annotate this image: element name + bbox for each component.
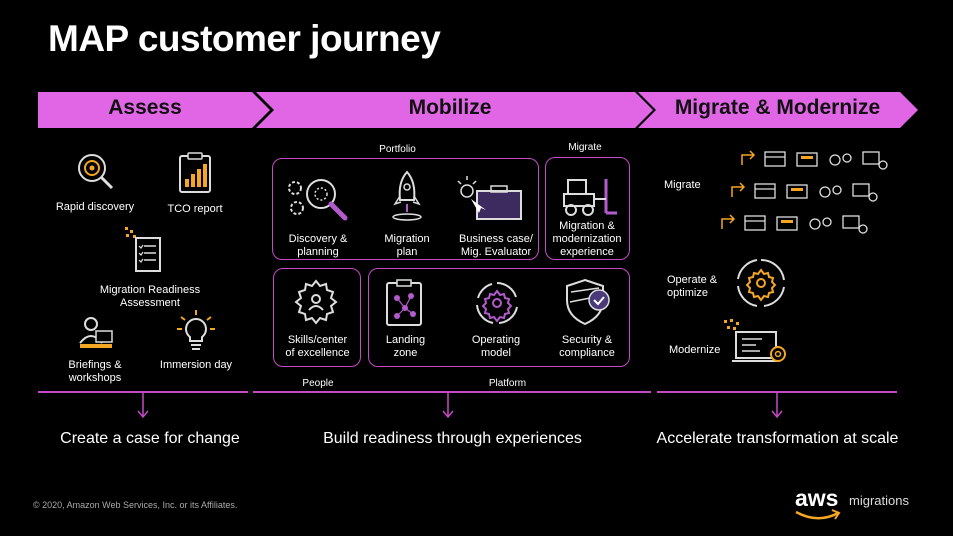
mobilize-divider	[253, 391, 651, 393]
page-title: MAP customer journey	[48, 18, 441, 59]
business-case-label: Business case/Mig. Evaluator	[459, 233, 533, 258]
platform-group	[368, 268, 630, 367]
rapid-discovery-icon	[78, 154, 114, 190]
briefings-label: Briefings &workshops	[68, 359, 122, 384]
immersion-day-label: Immersion day	[159, 359, 233, 371]
rapid-discovery-label: Rapid discovery	[55, 201, 135, 213]
landing-zone-icon	[386, 279, 422, 326]
migration-waves-icon	[721, 150, 888, 234]
modernize-icon	[724, 319, 786, 362]
phase-migrate-chevron	[638, 92, 918, 128]
people-label: People	[302, 378, 334, 389]
migrate-down-arrow-icon	[771, 393, 783, 419]
aws-logo-text: aws	[795, 485, 839, 511]
tco-report-icon	[179, 152, 211, 193]
phase-assess-label: Assess	[108, 96, 182, 119]
modernize-label: Modernize	[669, 344, 721, 356]
lightbulb-icon	[177, 310, 215, 350]
portfolio-label: Portfolio	[379, 144, 416, 155]
tco-report-label: TCO report	[167, 203, 223, 215]
center-of-excellence-gear-icon	[294, 279, 338, 325]
assess-down-arrow-icon	[137, 393, 149, 419]
aws-logo-subtitle: migrations	[849, 493, 909, 508]
discovery-planning-label: Discovery &planning	[288, 233, 348, 258]
phase-migrate-label: Migrate & Modernize	[674, 96, 881, 119]
phase-mobilize-chevron	[256, 92, 653, 128]
mm-migrate-label: Migrate	[664, 179, 701, 191]
forklift-icon	[563, 179, 617, 216]
aws-smile-icon	[795, 509, 841, 520]
platform-label: Platform	[488, 378, 527, 389]
assess-outcome: Create a case for change	[60, 430, 240, 447]
business-case-icon	[457, 176, 522, 220]
security-shield-icon	[566, 278, 610, 326]
briefings-icon	[79, 317, 113, 348]
assess-divider	[38, 391, 248, 393]
rocket-icon	[392, 170, 422, 221]
mobilize-down-arrow-icon	[442, 393, 454, 419]
migrate-divider	[657, 391, 897, 393]
copyright-text: © 2020, Amazon Web Services, Inc. or its…	[33, 500, 238, 510]
migrate-outcome: Accelerate transformation at scale	[656, 430, 899, 447]
portfolio-group	[272, 158, 539, 260]
migrate-experience-group	[545, 157, 630, 260]
operating-model-icon	[476, 282, 518, 324]
migrate-group-label: Migrate	[568, 142, 602, 153]
mobilize-outcome: Build readiness through experiences	[323, 430, 582, 447]
discovery-planning-icon	[288, 179, 348, 221]
operate-optimize-icon	[737, 258, 785, 307]
security-compliance-label: Security &compliance	[559, 334, 615, 359]
operate-optimize-label: Operate &optimize	[667, 274, 718, 299]
phase-assess-chevron	[38, 92, 270, 128]
phase-mobilize-label: Mobilize	[408, 96, 492, 119]
people-group	[273, 268, 361, 367]
readiness-checklist-icon	[125, 227, 161, 272]
